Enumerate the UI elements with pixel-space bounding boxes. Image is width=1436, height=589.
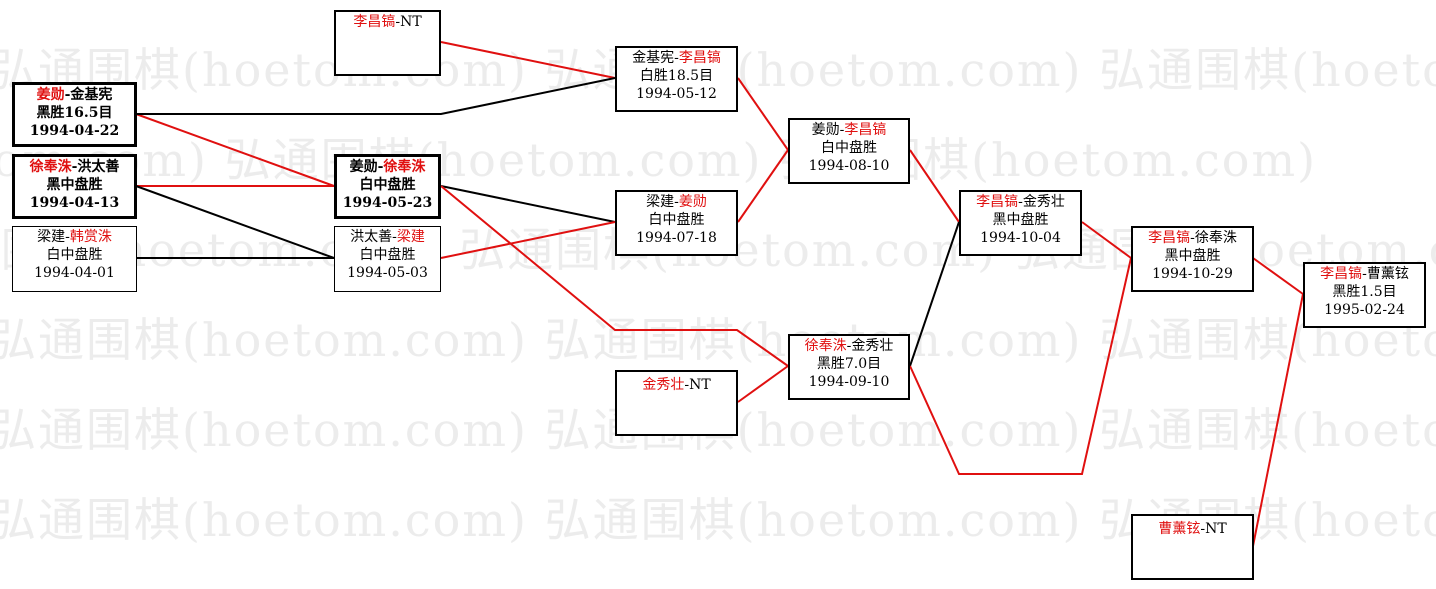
players: 李昌镐-金秀壮 xyxy=(976,194,1065,210)
connector-line xyxy=(136,77,616,115)
result: 白胜18.5目 xyxy=(639,68,714,84)
players: 梁建-韩赏洙 xyxy=(37,229,112,245)
match-box: 李昌镐-曹薰铉 黑胜1.5目 1995-02-24 xyxy=(1303,262,1426,328)
date: 1994-04-22 xyxy=(29,123,120,139)
result: 白中盘胜 xyxy=(46,247,103,263)
connector-line xyxy=(737,77,789,151)
date: 1994-07-18 xyxy=(636,230,717,246)
date: 1994-05-12 xyxy=(636,86,717,102)
match-box: 徐奉洙-金秀壮 黑胜7.0目 1994-09-10 xyxy=(788,334,910,400)
connector-line xyxy=(909,221,960,367)
connector-line xyxy=(909,149,960,223)
match-box: 梁建-姜勋 白中盘胜 1994-07-18 xyxy=(615,190,738,256)
players: 姜勋-李昌镐 xyxy=(811,122,887,138)
match-box: 徐奉洙-洪太善 黑中盘胜 1994-04-13 xyxy=(12,154,137,219)
result: 白中盘胜 xyxy=(359,247,416,263)
connector-line xyxy=(1252,293,1304,547)
match-box: 姜勋-金基宪 黑胜16.5目 1994-04-22 xyxy=(12,82,137,147)
connector-line xyxy=(1252,257,1304,295)
connector-line xyxy=(440,185,616,223)
date: 1994-10-04 xyxy=(980,230,1061,246)
players: 姜勋-金基宪 xyxy=(36,87,113,103)
players: 徐奉洙-洪太善 xyxy=(29,159,120,175)
match-box: 金秀壮-NT xyxy=(615,370,738,436)
connector-line xyxy=(440,221,616,259)
match-box: 金基宪-李昌镐 白胜18.5目 1994-05-12 xyxy=(615,46,738,112)
players: 姜勋-徐奉洙 xyxy=(349,159,426,175)
players: 李昌镐-NT xyxy=(353,14,422,30)
result: 白中盘胜 xyxy=(821,140,877,156)
match-box: 姜勋-李昌镐 白中盘胜 1994-08-10 xyxy=(788,118,910,184)
players: 李昌镐-曹薰铉 xyxy=(1320,266,1409,282)
connector-line xyxy=(1081,221,1132,259)
result: 黑中盘胜 xyxy=(992,212,1049,228)
result: 黑胜16.5目 xyxy=(36,105,113,121)
match-box: 姜勋-徐奉洙 白中盘胜 1994-05-23 xyxy=(334,154,441,219)
date: 1994-04-13 xyxy=(29,195,120,211)
date: 1995-02-24 xyxy=(1324,302,1405,318)
match-box: 李昌镐-NT xyxy=(334,10,441,76)
connector-line xyxy=(909,257,1132,475)
result: 黑中盘胜 xyxy=(46,177,103,193)
result: 黑胜1.5目 xyxy=(1332,284,1397,300)
connector-line xyxy=(737,149,789,223)
date: 1994-09-10 xyxy=(808,374,890,390)
players: 曹薰铉-NT xyxy=(1158,521,1227,537)
result: 白中盘胜 xyxy=(359,177,416,193)
result: 黑中盘胜 xyxy=(1164,248,1221,264)
players: 金秀壮-NT xyxy=(642,377,711,393)
match-box: 洪太善-梁建 白中盘胜 1994-05-03 xyxy=(334,226,441,292)
players: 梁建-姜勋 xyxy=(646,194,707,210)
players: 徐奉洙-金秀壮 xyxy=(804,338,894,354)
result: 黑胜7.0目 xyxy=(816,356,882,372)
connector-line xyxy=(737,365,789,403)
players: 李昌镐-徐奉洙 xyxy=(1148,230,1237,246)
players: 洪太善-梁建 xyxy=(350,229,425,245)
connector-line xyxy=(135,185,335,259)
date: 1994-08-10 xyxy=(808,158,890,174)
match-box: 梁建-韩赏洙 白中盘胜 1994-04-01 xyxy=(12,226,137,292)
connector-line xyxy=(440,185,789,367)
result: 白中盘胜 xyxy=(648,212,705,228)
date: 1994-10-29 xyxy=(1152,266,1233,282)
players: 金基宪-李昌镐 xyxy=(632,50,721,66)
match-box: 李昌镐-徐奉洙 黑中盘胜 1994-10-29 xyxy=(1131,226,1254,292)
date: 1994-05-03 xyxy=(347,265,428,281)
date: 1994-04-01 xyxy=(34,265,115,281)
date: 1994-05-23 xyxy=(342,195,433,211)
match-box: 曹薰铉-NT xyxy=(1131,514,1254,580)
connector-line xyxy=(440,41,616,79)
connector-line xyxy=(135,113,335,187)
match-box: 李昌镐-金秀壮 黑中盘胜 1994-10-04 xyxy=(959,190,1082,256)
